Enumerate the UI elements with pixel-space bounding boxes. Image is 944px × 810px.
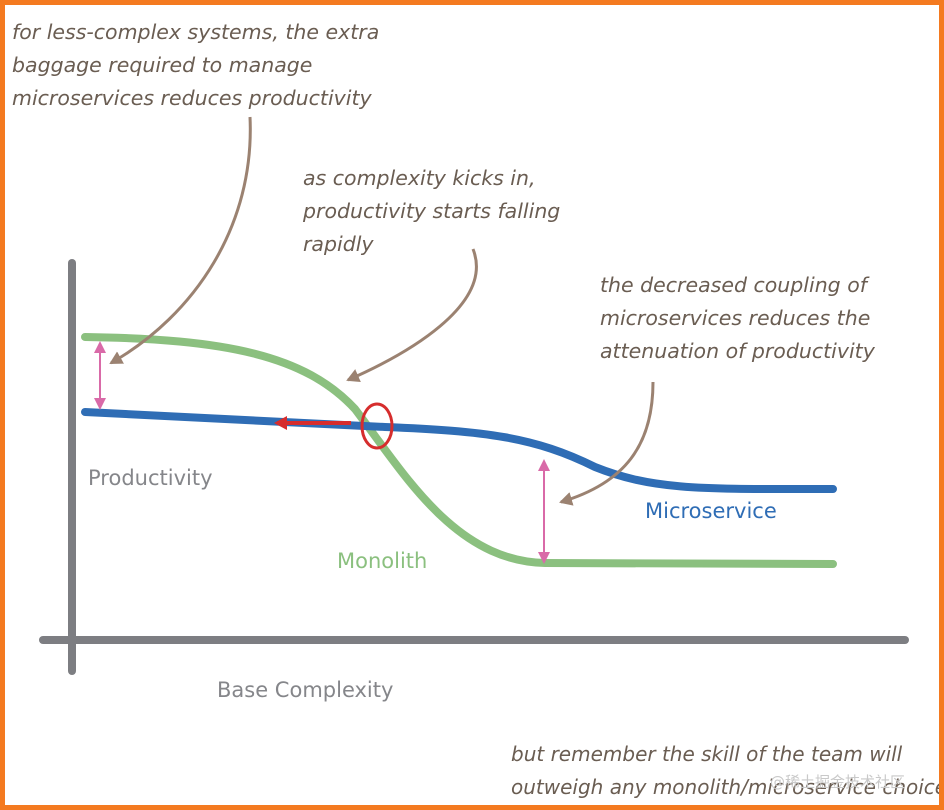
x-axis-label: Base Complexity <box>217 678 394 702</box>
annotation-arrow-decreased-coupling <box>559 381 655 506</box>
annotation-line: as complexity kicks in, <box>303 166 536 190</box>
annotation-line: baggage required to manage <box>12 53 313 77</box>
annotation-line: microservices reduces the <box>600 306 871 330</box>
annotation-arrow-less-complex <box>109 116 252 365</box>
annotation-line: productivity starts falling <box>303 199 561 223</box>
monolith-label: Monolith <box>337 549 428 573</box>
annotation-complexity-kicks-in: as complexity kicks in, productivity sta… <box>303 162 560 261</box>
crossover-highlight-circle <box>360 402 394 450</box>
y-axis-label: Productivity <box>88 466 213 490</box>
annotation-less-complex: for less-complex systems, the extra bagg… <box>12 16 379 115</box>
annotation-skill-of-team: but remember the skill of the team will … <box>511 738 944 804</box>
annotation-line: outweigh any monolith/microservice choic… <box>511 775 944 799</box>
annotation-line: microservices reduces productivity <box>12 86 372 110</box>
productivity-complexity-diagram <box>39 116 909 675</box>
annotation-line: attenuation of productivity <box>600 339 875 363</box>
annotation-line: for less-complex systems, the extra <box>12 20 380 44</box>
annotation-line: but remember the skill of the team will <box>511 742 903 766</box>
annotation-line: the decreased coupling of <box>600 273 867 297</box>
microservice-curve <box>81 408 837 494</box>
monolith-curve <box>81 333 837 568</box>
annotation-line: rapidly <box>303 232 374 256</box>
microservice-label: Microservice <box>645 499 777 523</box>
annotation-arrow-complexity-kicks <box>346 248 478 382</box>
annotation-decreased-coupling: the decreased coupling of microservices … <box>600 269 875 368</box>
watermark: @稀土掘金技术社区 <box>770 773 906 791</box>
